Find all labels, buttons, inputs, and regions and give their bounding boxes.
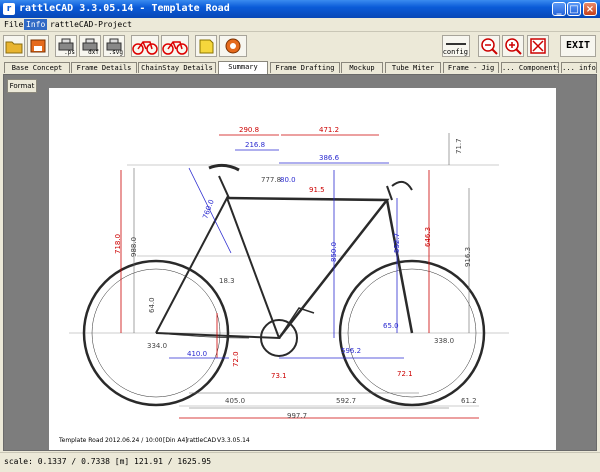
tab-base-concept[interactable]: Base Concept [4,62,70,73]
bike-view-button-1[interactable] [131,35,159,57]
dim-640: 64.0 [148,297,156,313]
sticky-note-button[interactable] [195,35,217,57]
dim-988: 988.0 [130,237,138,257]
tab-summary[interactable]: Summary [218,61,268,74]
dim-410: 410.0 [187,350,207,358]
dimension-labels: 290.8 471.2 216.8 386.6 777.8 80.0 91.5 … [114,126,477,420]
tab-frame-details[interactable]: Frame Details [71,62,137,73]
dim-916: 916.3 [464,247,472,267]
zoom-out-button[interactable] [478,35,500,57]
bike-view-button-2[interactable] [161,35,189,57]
config-icon [446,43,466,45]
canvas-area[interactable]: Format [3,74,597,451]
tab-info[interactable]: ... info [561,62,597,73]
dim-334: 334.0 [147,342,167,350]
footer-app: rattleCAD [187,437,217,444]
save-icon [30,39,46,53]
tab-components[interactable]: ... Components [501,62,559,73]
window-title: rattleCAD 3.3.05.14 - Template Road [19,3,230,14]
dim-800: 80.0 [280,176,296,184]
tab-chainstay-details[interactable]: ChainStay Details [138,62,216,73]
dim-183: 18.3 [219,277,235,285]
blue-dimension-lines [169,149,404,359]
zoom-out-icon [481,38,498,55]
open-button[interactable] [3,35,25,57]
zoom-in-icon [505,38,522,55]
dim-592: 592.7 [336,397,356,405]
bicycle-gear-icon [225,38,241,54]
menu-project[interactable]: rattleCAD-Project [50,20,132,29]
dim-290: 290.8 [239,126,259,134]
bike-geometry-drawing: 290.8 471.2 216.8 386.6 777.8 80.0 91.5 … [58,126,509,444]
front-wheel [338,259,486,407]
dim-552: 552.7 [393,233,401,253]
exit-button[interactable]: EXIT [560,35,596,57]
zoom-fit-button[interactable] [527,35,549,57]
zoom-in-button[interactable] [502,35,524,57]
save-button[interactable] [27,35,49,57]
menu-file[interactable]: File [4,20,24,29]
export-dxf-button[interactable]: dxf [79,35,101,57]
dim-405: 405.0 [225,397,245,405]
export-ps-button[interactable]: .ps [55,35,77,57]
status-bar: scale: 0.1337 / 0.7338 [m] 121.91 / 1625… [0,452,600,472]
dim-720: 72.0 [232,351,240,367]
dim-385: 338.0 [434,337,454,345]
red-dimension-lines [120,134,479,419]
config-button[interactable]: config [442,35,470,57]
dim-386: 386.6 [319,154,340,162]
dim-216: 216.8 [245,141,265,149]
footer-template: Template Road [58,437,104,444]
footer-version: V3.3.05.14 [217,437,250,444]
fit-icon [530,38,546,54]
drawing-sheet: 290.8 471.2 216.8 386.6 777.8 80.0 91.5 … [49,88,556,450]
footer-scale: [Din A4] [163,437,188,444]
dim-646: 646.3 [424,227,432,247]
tab-frame-jig[interactable]: Frame - Jig [443,62,499,73]
app-icon: r [3,3,15,15]
menu-info[interactable]: Info [24,19,48,30]
printer-icon [82,38,98,51]
dim-777: 777.8 [261,176,281,184]
tab-mockup[interactable]: Mockup [341,62,383,73]
dim-650: 65.0 [383,322,399,330]
printer-icon [58,38,74,51]
dim-612: 61.2 [461,397,477,405]
menu-bar: File Info rattleCAD-Project [0,18,600,32]
export-svg-button[interactable]: .svg [103,35,125,57]
dim-721: 72.1 [397,370,413,378]
bicycle-figure [82,163,486,407]
footer-date: 2012.06.24 / 10:00 [105,437,163,444]
tab-bar: Base Concept Frame Details ChainStay Det… [0,61,600,74]
minimize-button[interactable]: _ [552,2,566,16]
status-text: scale: 0.1337 / 0.7338 [m] 121.91 / 1625… [4,457,212,466]
dim-850: 850.0 [330,242,338,262]
dim-731: 73.1 [271,372,287,380]
printer-icon [106,38,122,51]
tab-frame-drafting[interactable]: Frame Drafting [270,62,340,73]
maximize-button[interactable]: □ [567,2,581,16]
rear-wheel [82,259,230,407]
folder-icon [5,41,23,54]
gray-dimension-lines [133,133,470,409]
dim-717: 71.7 [455,138,463,154]
format-button[interactable]: Format [7,79,37,93]
note-icon [199,39,214,54]
close-button[interactable]: × [583,2,597,16]
tab-tube-miter[interactable]: Tube Miter [385,62,441,73]
title-bar: r rattleCAD 3.3.05.14 - Template Road _ … [0,0,600,18]
reference-lines [69,164,509,407]
bicycle-icon [132,41,158,55]
dim-596: 596.2 [341,347,361,355]
dim-997: 997.7 [287,412,307,420]
toolbar: .ps dxf .svg config EXIT [0,32,600,60]
bicycle-icon [162,41,188,55]
dim-471: 471.2 [319,126,339,134]
dim-95: 91.5 [309,186,325,194]
dim-718: 718.0 [114,234,122,254]
bike-settings-button[interactable] [219,35,247,57]
sheet-footer: Template Road 2012.06.24 / 10:00 [Din A4… [58,437,250,444]
